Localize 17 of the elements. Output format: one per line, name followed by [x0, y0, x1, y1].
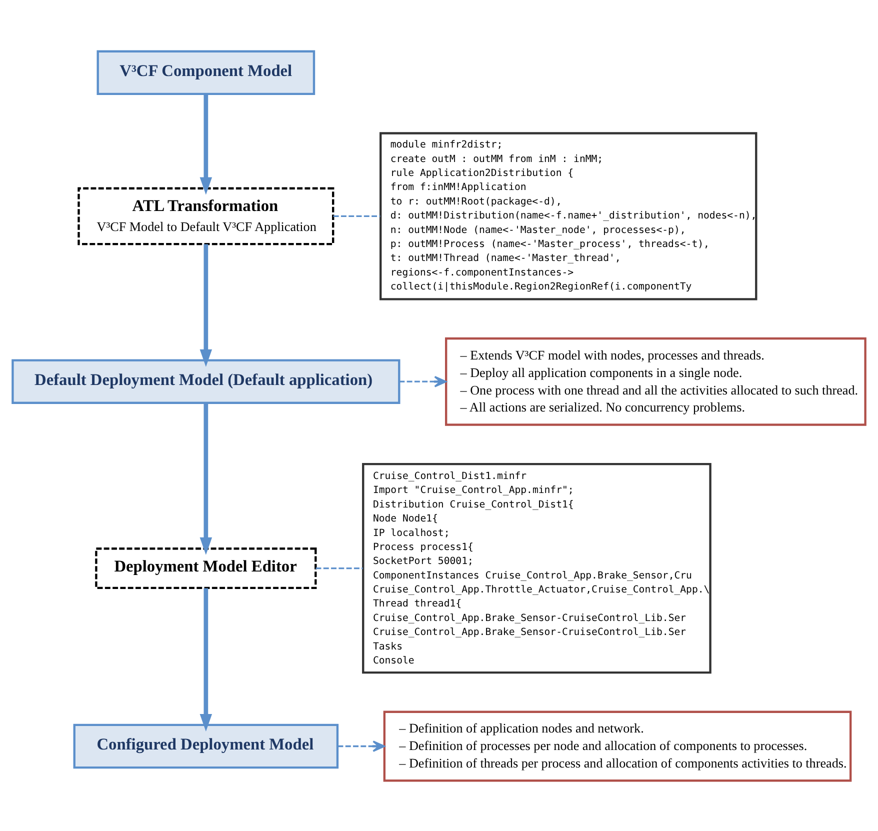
arrow — [200, 588, 212, 731]
connector — [333, 214, 380, 217]
node-box: ATL Transformation V³CF Model to Default V³CF Application — [78, 186, 334, 245]
arrow — [200, 244, 212, 366]
arrow — [200, 402, 212, 554]
node-box: Cruise_Control_Dist1.minfr Import "Cruise_Control_App.minfr"; Distribution Cruise_Control_Dist1{ Node Node1{ IP localhost; Process process1{ SocketPort 50001; ComponentInstances Cruise_Control_App.Brake_Sensor,Cru Cruise_Control_App.Throttle_Actuator,Cruise_Control_App.\ Thread thread1{ Cruise_Control_App.Brake_Sensor-CruiseControl_Lib.Ser Cruise_Control_App.Brake_Sensor-CruiseControl_Lib.Ser Tasks Console — [362, 462, 712, 674]
node-box: Default Deployment Model (Default application) — [12, 358, 400, 404]
arrow — [200, 94, 212, 194]
node-box: Configured Deployment Model — [73, 723, 339, 768]
node-box: Deployment Model Editor — [95, 547, 317, 589]
arrow — [399, 375, 447, 387]
connector — [316, 566, 363, 569]
node-box: – Definition of application nodes and network. – Definition of processes per node and allocation of components to processes. – Definition of threads per process and allocation of components activities to threads. — [383, 710, 852, 782]
node-box: V³CF Component Model — [96, 50, 316, 95]
node-box: module minfr2distr; create outM : outMM from inM : inMM; rule Application2Distribution { from f:inMM!Application to r: outMM!Root(package<-d), d: outMM!Distribution(name<-f.name+'_distribution', nodes<-n), n: outMM!Node (name<-'Master_node', processes<-p), p: outMM!Process (name<-'Master_process', threads<-t), t: outMM!Thread (name<-'Master_thread', regions<-f.componentInstances-> collect(i|thisModule.Region2RegionRef(i.componentTy — [380, 132, 758, 300]
node-box: – Extends V³CF model with nodes, processes and threads. – Deploy all application components in a single node. – One process with one thread and all the activities allocated to such thread. – All actions are serialized. No concurrency problems. — [445, 336, 866, 426]
arrow — [338, 740, 386, 752]
